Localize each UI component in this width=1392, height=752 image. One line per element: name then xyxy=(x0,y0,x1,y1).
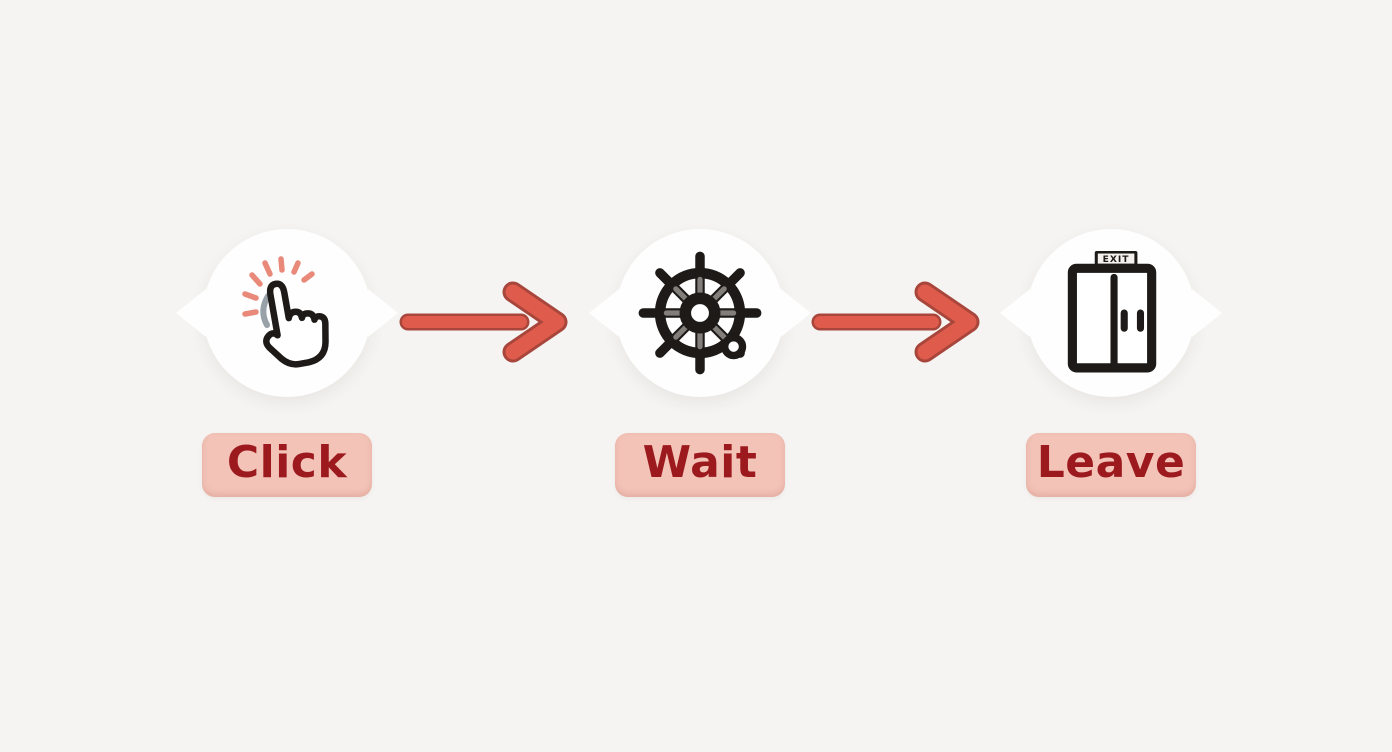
spoke-shading xyxy=(663,276,737,350)
bubble-spike-left xyxy=(1000,289,1030,337)
bubble-spike-right xyxy=(368,289,398,337)
step-click-label: Click xyxy=(226,437,348,488)
step-click-label-pill: Click xyxy=(202,433,372,497)
exit-sign: EXIT xyxy=(1094,251,1138,267)
door-handles xyxy=(1120,309,1145,332)
arrow-wait-to-leave xyxy=(811,281,980,363)
step-leave-label: Leave xyxy=(1036,437,1186,488)
bubble-spike-left xyxy=(176,289,206,337)
step-wait-label: Wait xyxy=(642,437,758,488)
pointer-hand xyxy=(263,280,329,368)
elevator-door-icon: EXIT xyxy=(1067,251,1157,373)
wheel-knob xyxy=(721,334,747,360)
step-wait: Wait xyxy=(589,229,811,497)
bubble-spike-left xyxy=(589,289,619,337)
step-click-bubble xyxy=(176,229,398,397)
motion-crescent xyxy=(260,293,271,328)
step-leave-label-pill: Leave xyxy=(1026,433,1196,497)
bubble-spike-right xyxy=(1192,289,1222,337)
step-wait-label-pill: Wait xyxy=(615,433,785,497)
step-click: Click xyxy=(176,229,398,497)
click-rays xyxy=(242,256,315,317)
arrow-click-to-wait xyxy=(399,281,568,363)
step-leave-bubble: EXIT xyxy=(1000,229,1222,397)
wheel xyxy=(638,251,762,375)
step-leave: EXIT Leave xyxy=(1000,229,1222,497)
ship-wheel-spinner-icon xyxy=(638,251,762,375)
click-hand-icon xyxy=(242,256,329,368)
exit-sign-text: EXIT xyxy=(1103,255,1130,265)
step-wait-bubble xyxy=(589,229,811,397)
bubble-spike-right xyxy=(781,289,811,337)
